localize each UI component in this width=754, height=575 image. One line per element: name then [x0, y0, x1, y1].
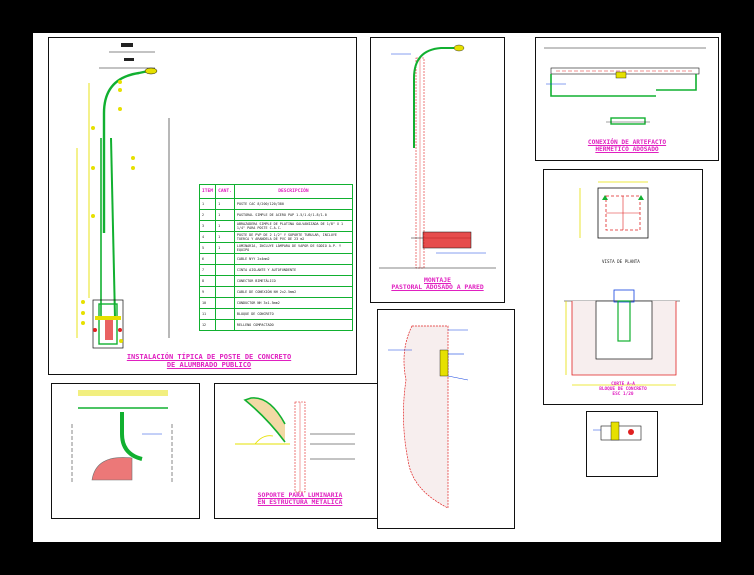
luminaire-wall-drawing	[71, 390, 173, 484]
legend-desc: CABLE DE CONEXIÓN NH 2x2.5mm2	[233, 286, 354, 298]
legend-cant: 1	[215, 242, 235, 254]
legend-item: 8	[198, 275, 217, 287]
legend-row: 11 BLOQUE DE CONCRETO	[198, 308, 354, 320]
fixture-connection-drawing	[544, 47, 706, 125]
legend-desc: PASTORAL SIMPLE DE ACERO PAP 1.5/1.0/1.8…	[233, 209, 354, 221]
legend-desc: CABLE NYY 2x4mm2	[233, 253, 354, 265]
small-detail-drawing	[593, 421, 642, 441]
panel-detalle-pequeno	[586, 411, 658, 477]
wall-arm-drawing	[379, 44, 496, 269]
legend-cant	[215, 275, 235, 287]
legend-row: 10 CONDUCTOR NH 3x1.5mm2	[198, 297, 354, 309]
panel-luminaria-muro	[51, 383, 200, 519]
panel-montaje-roca	[377, 309, 515, 529]
legend-row: 12 RELLENO COMPACTADO	[198, 319, 354, 331]
legend-row: 8 CONECTOR BIMETÁLICO	[198, 275, 354, 287]
legend-item: 2	[198, 209, 217, 221]
legend-cant	[215, 297, 235, 309]
panel-conexion-artefacto: CONEXIÓN DE ARTEFACTO HERMÉTICO ADOSADO	[535, 37, 719, 161]
legend-desc: LUMINARIA, INCLUYE LÁMPARA DE VAPOR DE S…	[233, 242, 354, 254]
conexion-title: CONEXIÓN DE ARTEFACTO HERMÉTICO ADOSADO	[587, 139, 667, 153]
legend-desc: CONECTOR BIMETÁLICO	[233, 275, 354, 287]
panel-vista-planta: VISTA DE PLANTA CORTE A-A BLOQUE DE CONC…	[543, 169, 703, 405]
soporte-title: SOPORTE PARA LUMINARIA EN ESTRUCTURA MET…	[257, 491, 343, 507]
bracket-drawing	[235, 397, 355, 493]
legend-item: 11	[198, 308, 217, 320]
legend-item: 7	[198, 264, 217, 276]
legend-desc: RELLENO COMPACTADO	[233, 319, 354, 331]
legend-item: 1	[198, 198, 217, 210]
legend-cant: 1	[215, 220, 235, 232]
pole-drawing	[76, 43, 170, 349]
foundation-drawing	[564, 181, 680, 386]
legend-item: 3	[198, 220, 217, 232]
corte-caption: CORTE A-A BLOQUE DE CONCRETO ESC 1/20	[599, 382, 647, 397]
rock-mount-drawing	[388, 325, 469, 509]
legend-cant	[215, 286, 235, 298]
legend-row: 6 CABLE NYY 2x4mm2	[198, 253, 354, 265]
legend-cant: 1	[215, 198, 235, 210]
legend-item: 10	[198, 297, 217, 309]
poste-title: INSTALACIÓN TÍPICA DE POSTE DE CONCRETO …	[126, 353, 292, 369]
legend-row: 7 CINTA AISLANTE Y AUTOFUNDENTE	[198, 264, 354, 276]
legend-cant	[215, 308, 235, 320]
legend-cant: 1	[215, 231, 235, 243]
legend-row: 9 CABLE DE CONEXIÓN NH 2x2.5mm2	[198, 286, 354, 298]
legend-item: 4	[198, 231, 217, 243]
legend-desc: POSTE CAC 8/200/120/380	[233, 198, 354, 210]
legend-item: 5	[198, 242, 217, 254]
legend-item: 12	[198, 319, 217, 331]
legend-header-cant: CANT.	[215, 184, 235, 199]
legend-item: 9	[198, 286, 217, 298]
panel-pastoral-pared: MONTAJE PASTORAL ADOSADO A PARED	[370, 37, 505, 303]
legend-desc: ABRAZADERA SIMPLE DE PLATINA GALVANIZADA…	[233, 220, 354, 232]
legend-cant: 1	[215, 209, 235, 221]
legend-cant	[215, 319, 235, 331]
legend-header-item: ITEM	[198, 184, 217, 199]
legend-desc: CONDUCTOR NH 3x1.5mm2	[233, 297, 354, 309]
panel-soporte-luminaria: SOPORTE PARA LUMINARIA EN ESTRUCTURA MET…	[214, 383, 386, 519]
legend-desc: CINTA AISLANTE Y AUTOFUNDENTE	[233, 264, 354, 276]
legend-cant	[215, 264, 235, 276]
vista-planta-caption: VISTA DE PLANTA	[602, 259, 640, 264]
legend-desc: BLOQUE DE CONCRETO	[233, 308, 354, 320]
legend-item: 6	[198, 253, 217, 265]
pastoral-title: MONTAJE PASTORAL ADOSADO A PARED	[391, 276, 484, 292]
legend-cant	[215, 253, 235, 265]
legend-header-desc: DESCRIPCIÓN	[233, 184, 354, 199]
legend-desc: POSTE DE PVP DE 2 1/2" Y SOPORTE TUBULAR…	[233, 231, 354, 243]
